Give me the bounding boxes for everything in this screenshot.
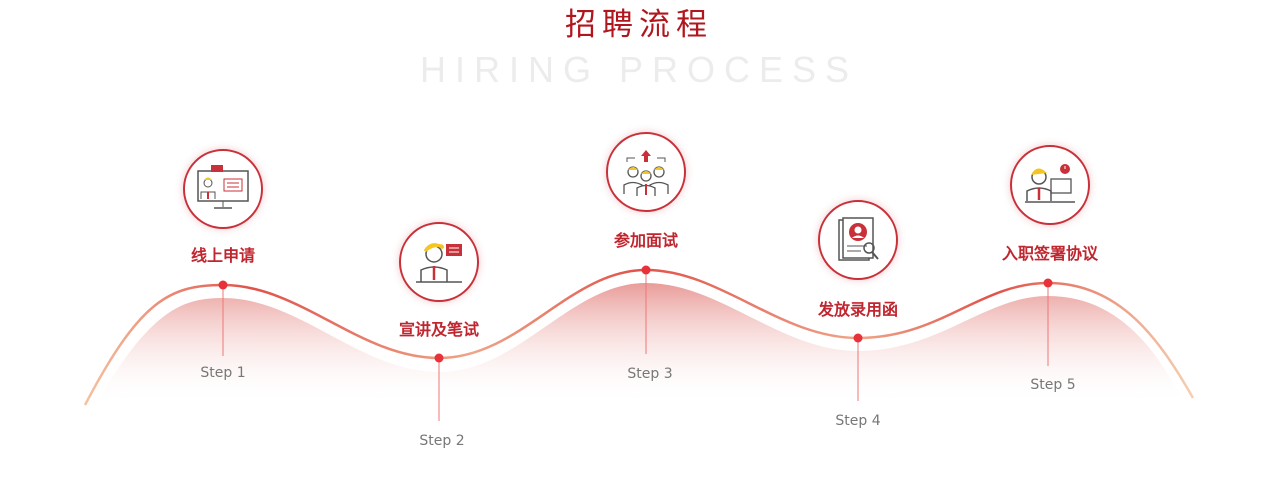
step-2-dot [434,353,444,363]
step-1-label: 线上申请 [190,246,255,265]
step-4-number: Step 4 [835,413,881,429]
watermark-text: HIRING PROCESS [419,49,859,90]
onboarding-icon [1010,145,1090,225]
page-title: 招聘流程 [0,4,1278,51]
step-5-label: 入职签署协议 [1001,244,1098,263]
step-3-number: Step 3 [627,366,673,382]
step-1-number: Step 1 [200,365,246,381]
presentation-icon [399,222,479,302]
step-4-label: 发放录用函 [817,300,898,319]
interview-icon [606,132,686,212]
step-5-dot [1043,278,1053,288]
step-5-number: Step 5 [1030,377,1076,393]
offer-letter-icon [818,200,898,280]
online-application-icon [183,149,263,229]
step-1-dot [218,280,228,290]
step-2-number: Step 2 [419,433,465,449]
step-2-label: 宣讲及笔试 [398,320,479,339]
step-4-dot [853,333,863,343]
curve-fill [95,283,1185,405]
step-3-label: 参加面试 [613,231,678,250]
page-title-text: 招聘流程 [565,7,713,43]
step-3-dot [641,265,651,275]
